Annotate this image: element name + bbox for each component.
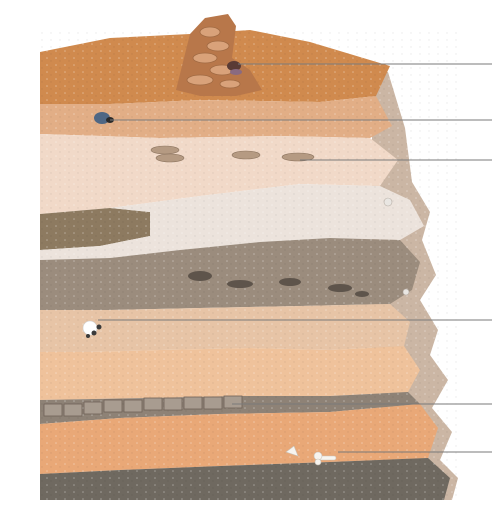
speckle-texture bbox=[40, 30, 460, 500]
